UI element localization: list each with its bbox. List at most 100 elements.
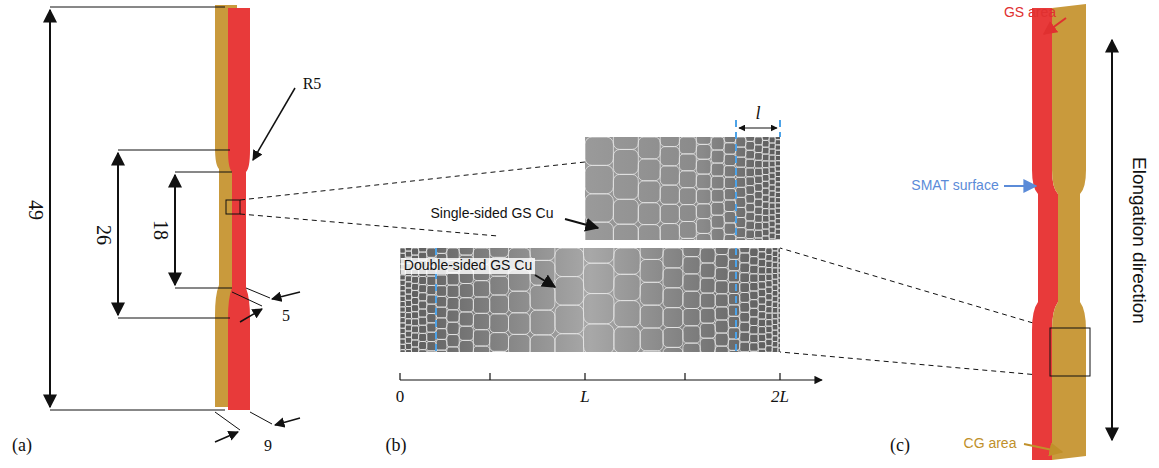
grain-cell [762,202,769,209]
grain-cell [746,239,755,240]
grain-cell [696,174,711,189]
grain-cell [736,167,746,177]
grain-cell [400,286,405,291]
tick [779,373,780,380]
grain-cell [775,198,780,203]
grain-cell [772,274,778,280]
grain-cell [683,291,700,308]
grain-cell [700,248,715,263]
grain-cell [638,203,660,225]
panel-letter: (a) [12,436,32,456]
grain-cell [758,259,766,267]
grain-cell [775,208,780,213]
grain-cell [711,189,724,202]
grain-cell [683,343,700,352]
grain-cell [769,179,775,185]
dimension-value: 18 [150,220,172,240]
dimension-arrow [240,309,262,322]
grain-cell [436,248,447,253]
grain-cell [758,248,766,252]
grain-cell [436,275,447,286]
grain-cell [715,346,728,352]
grain-cell [769,197,775,203]
grain-cell [766,287,773,294]
grain-cell [775,145,780,150]
grain-cell [769,149,775,155]
grain-cell [775,155,780,160]
grain-cell [696,219,711,234]
grain-cell [775,150,780,155]
grain-cell [762,175,769,182]
grain-cell [740,273,750,283]
grain-cell [740,293,750,303]
grain-cell [772,325,778,331]
grain-cell [715,333,728,346]
dimension-lines [50,7,300,442]
grain-cell [412,276,419,283]
leader-line [780,352,1050,376]
grain-cell [755,137,763,145]
grain-cell [766,333,773,340]
grain-cell [750,300,759,309]
grain-cell [436,286,447,297]
grain-cell [758,282,766,290]
grain-cell [555,277,584,306]
grain-cell [660,185,679,204]
grain-cell [473,313,489,329]
grain-cell [679,188,696,205]
grain-cell [679,222,696,239]
grain-cell [640,248,663,260]
grain-cell [750,248,759,257]
grain-cell [427,332,436,341]
grain-cell [400,334,405,339]
grain-cell [750,334,759,343]
grain-cell [447,273,459,285]
extension-line [215,412,240,430]
grain-cell [405,288,411,294]
pointer-arrow [565,219,598,228]
grain-cell [775,177,780,182]
grain-cell [772,313,778,319]
grain-cell [772,330,778,336]
grain-cell [419,317,427,325]
grain-cell [473,346,489,352]
zoom-box [1050,328,1090,376]
grain-cell [700,338,715,352]
grain-cell [728,316,739,327]
extension-line [175,172,232,173]
grain-cell [700,293,715,308]
grain-cell [758,342,766,350]
panel-letter: (b) [386,436,407,456]
grain-cell [755,145,763,153]
grain-cell [447,335,459,347]
grain-cell [436,307,447,318]
grain-cell [436,350,447,352]
grain-cell [427,342,436,351]
grain-cell [746,141,755,150]
grain-cell [640,282,663,305]
grain-cell [613,174,638,199]
grain-cell [412,283,419,290]
grain-cell [775,203,780,208]
grain-cell [490,295,509,314]
dimension-value: 5 [282,307,290,325]
position-axis [400,373,822,380]
grain-cell [405,343,411,349]
grain-cell [638,159,660,181]
grain-cell [758,289,766,297]
grain-cell [400,302,405,307]
grain-cell [762,154,769,161]
grain-cell [419,277,427,285]
grain-cell [750,326,759,335]
grain-cell [728,339,739,350]
axis-tick-label: 0 [396,388,405,407]
grain-cell [766,313,773,320]
grain-cell [490,248,509,257]
grain-cell [728,328,739,339]
grain-cell [427,351,436,352]
grains [585,137,780,240]
grain-cell [746,195,755,204]
grain-cell [683,309,700,326]
grain-cell [555,305,584,334]
